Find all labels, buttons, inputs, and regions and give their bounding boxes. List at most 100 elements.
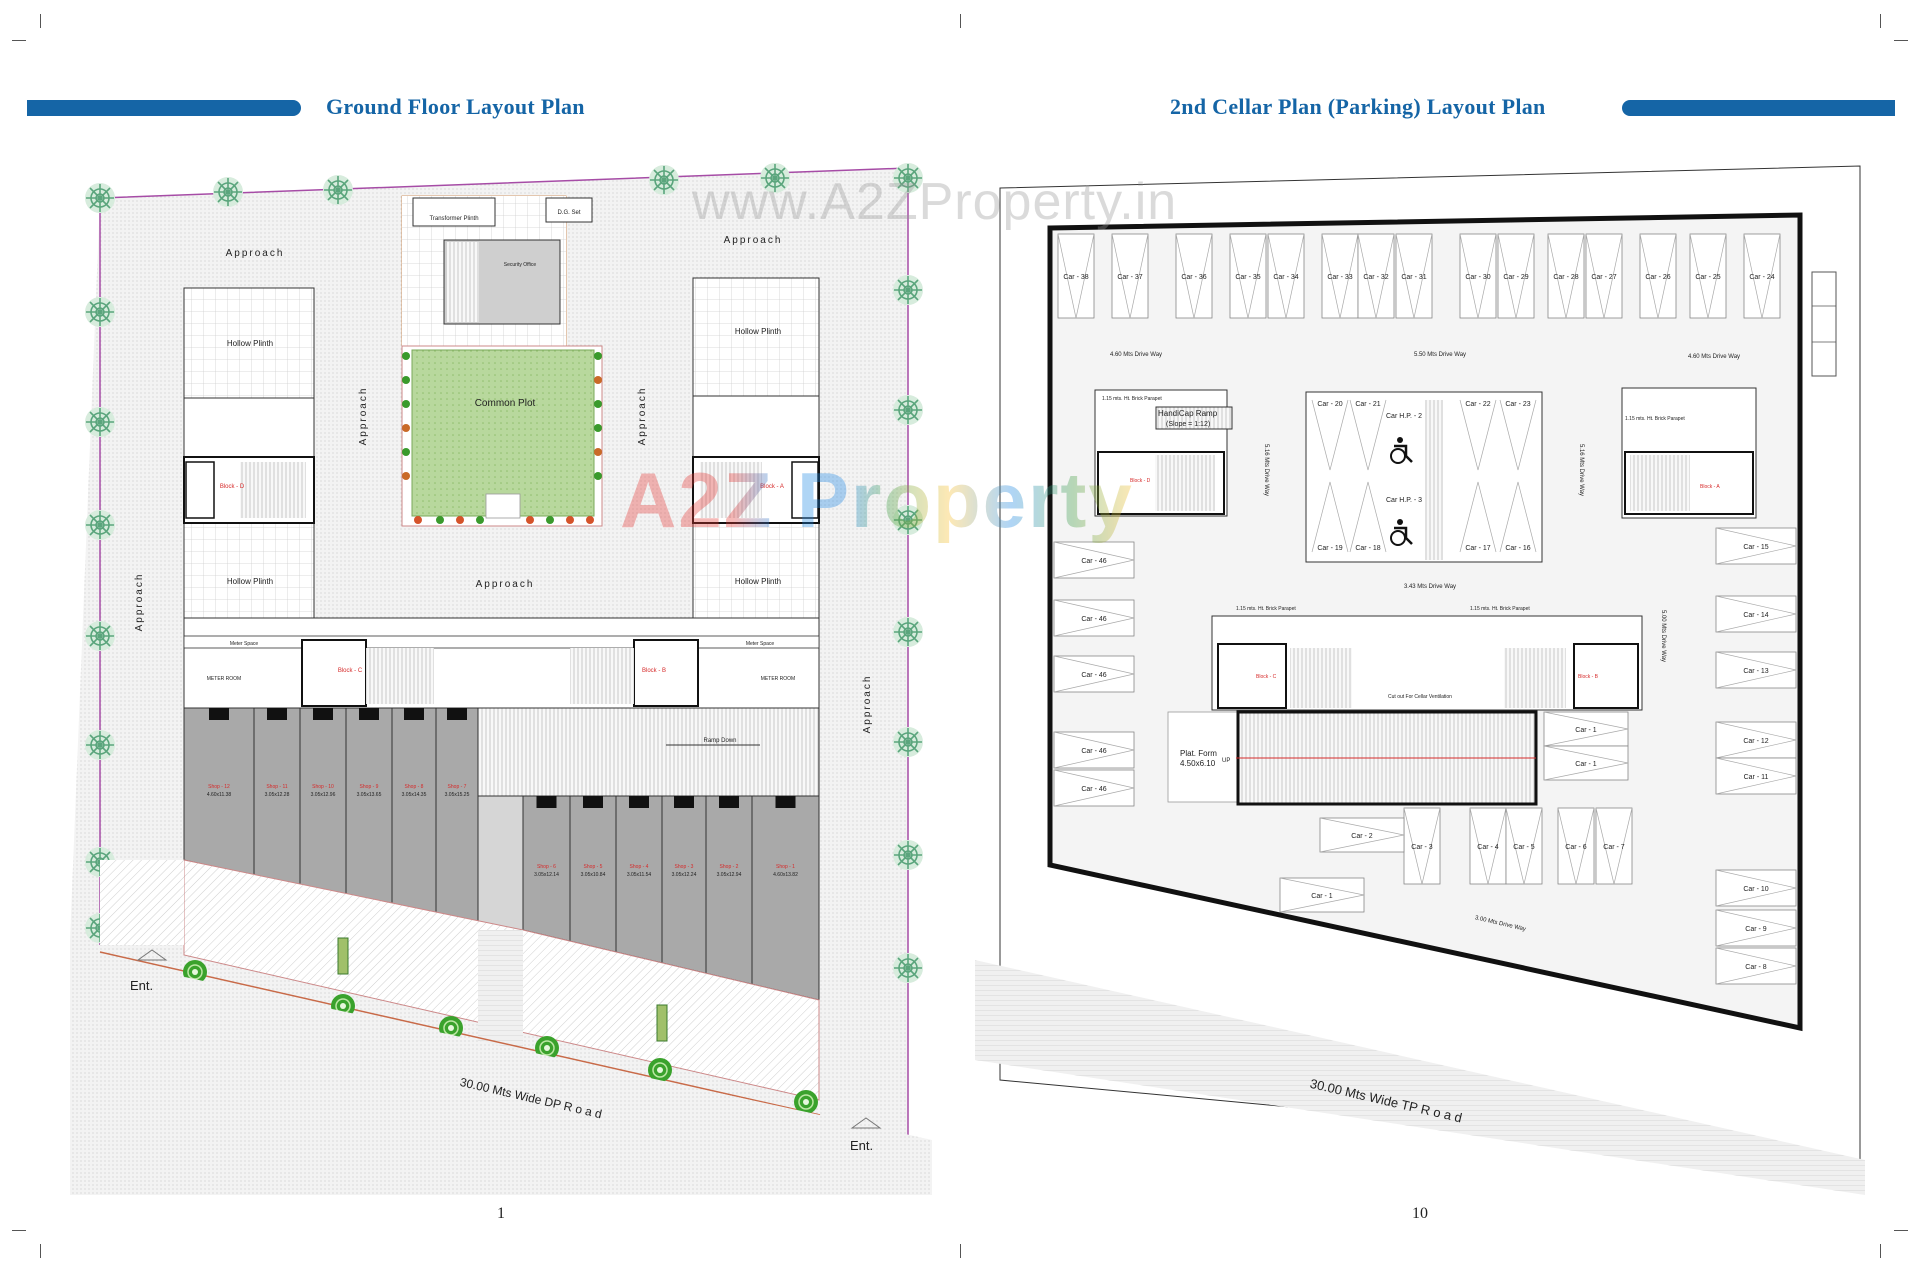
parking-space: Car - 35 bbox=[1229, 233, 1267, 319]
parking-space: Car - 37 bbox=[1111, 233, 1149, 319]
car-space-label: Car - 2 bbox=[1351, 833, 1373, 840]
car-space-label: Car - 5 bbox=[1513, 844, 1535, 851]
car-space-label: Car - 9 bbox=[1745, 926, 1767, 933]
transformer-plinth-label: Transformer Plinth bbox=[429, 216, 478, 222]
approach-label: Approach bbox=[358, 387, 369, 446]
parking-space: Car - 3 bbox=[1403, 807, 1441, 885]
left-page-title: Ground Floor Layout Plan bbox=[326, 94, 585, 119]
driveway-label: 5.16 Mts Drive Way bbox=[1578, 444, 1584, 496]
crop-mark bbox=[1894, 1230, 1908, 1231]
parapet-label: 1.15 mts. Ht. Brick Parapet bbox=[1625, 416, 1685, 422]
parking-space: Car - 36 bbox=[1175, 233, 1213, 319]
parking-space: Car - 7 bbox=[1595, 807, 1633, 885]
shop-unit: Shop - 1 4.60x13.82 bbox=[751, 796, 798, 1000]
parking-space: Car - 12 bbox=[1715, 721, 1797, 759]
car-space-label: Car - 1 bbox=[1311, 893, 1333, 900]
car-space-label: Car - 46 bbox=[1081, 748, 1106, 755]
watermark-logo: A2Z Property bbox=[620, 455, 1134, 546]
shop-name: Shop - 10 bbox=[312, 784, 334, 790]
crop-mark bbox=[1880, 14, 1881, 28]
parking-space: Car - 24 bbox=[1743, 233, 1781, 319]
car-space-label: Car - 38 bbox=[1063, 274, 1088, 281]
shop-size: 3.05x11.54 bbox=[627, 872, 652, 878]
parking-space: Car - 8 bbox=[1715, 947, 1797, 985]
car-space-label: Car - 46 bbox=[1081, 786, 1106, 793]
shop-size: 3.05x12.14 bbox=[534, 872, 559, 878]
shop-name: Shop - 2 bbox=[720, 864, 739, 870]
hollow-plinth-label: Hollow Plinth bbox=[227, 339, 273, 348]
car-space-label: Car - 37 bbox=[1117, 274, 1142, 281]
driveway-label: 4.60 Mts Drive Way bbox=[1110, 352, 1162, 358]
parapet-label: 1.15 mts. Ht. Brick Parapet bbox=[1102, 396, 1162, 402]
parking-space: Car - 34 bbox=[1267, 233, 1305, 319]
hollow-plinth-label: Hollow Plinth bbox=[227, 577, 273, 586]
parking-space: Car - 6 bbox=[1557, 807, 1595, 885]
car-space-label: Car - 10 bbox=[1743, 886, 1768, 893]
shop-size: 3.05x12.28 bbox=[265, 792, 290, 798]
shop-size: 3.05x14.35 bbox=[402, 792, 427, 798]
parking-space: Car - 32 bbox=[1357, 233, 1395, 319]
hollow-plinth-label: Hollow Plinth bbox=[735, 577, 781, 586]
entrance-label: Ent. bbox=[130, 978, 153, 993]
shop-size: 4.60x13.82 bbox=[773, 872, 798, 878]
meter-space-label: Meter Space bbox=[746, 641, 775, 647]
parking-space: Car - 13 bbox=[1715, 651, 1797, 689]
parking-space: Car - 31 bbox=[1395, 233, 1433, 319]
left-page-number: 1 bbox=[497, 1205, 505, 1222]
shop-name: Shop - 1 bbox=[776, 864, 795, 870]
parking-space: Car - 25 bbox=[1689, 233, 1727, 319]
parking-space: Car - 15 bbox=[1715, 527, 1797, 565]
security-office-label: Security Office bbox=[504, 262, 537, 268]
entrance-label: Ent. bbox=[850, 1138, 873, 1153]
car-space-label: Car - 20 bbox=[1317, 401, 1342, 408]
car-space-label: Car - 22 bbox=[1465, 401, 1490, 408]
cellar-ventilation-label: Cut out For Cellar Ventilation bbox=[1388, 694, 1452, 700]
shop-unit: Shop - 93.05x13.65 bbox=[357, 708, 393, 925]
parking-space: Car - 46 bbox=[1053, 599, 1135, 637]
shop-name: Shop - 7 bbox=[448, 784, 467, 790]
crop-mark bbox=[960, 1244, 961, 1258]
car-space-label: Car - 3 bbox=[1411, 844, 1433, 851]
shop-unit: Shop - 2 3.05x12.94 bbox=[705, 796, 742, 1000]
block-label: Block - B bbox=[1578, 674, 1599, 680]
shop-name: Shop - 8 bbox=[405, 784, 424, 790]
dg-set-label: D.G. Set bbox=[557, 210, 580, 216]
parking-space: Car - 20 bbox=[1311, 399, 1349, 471]
parking-space: Car - 28 bbox=[1547, 233, 1585, 319]
crop-mark bbox=[12, 1230, 26, 1231]
shop-unit: Shop - 103.05x12.96 bbox=[311, 708, 347, 925]
approach-label: Approach bbox=[862, 675, 873, 734]
shop-size: 3.05x10.84 bbox=[581, 872, 606, 878]
block-label: Block - D bbox=[220, 484, 245, 490]
block-label: Block - C bbox=[1256, 674, 1277, 680]
parking-space: Car - 2 bbox=[1319, 817, 1405, 853]
parking-space: Car - 1 bbox=[1543, 745, 1629, 781]
common-plot-label: Common Plot bbox=[475, 398, 536, 409]
car-space-label: Car - 7 bbox=[1603, 844, 1625, 851]
right-page-number: 10 bbox=[1412, 1205, 1428, 1222]
wheelchair-icon bbox=[1390, 519, 1413, 546]
driveway-label: 5.00 Mts Drive Way bbox=[1660, 610, 1666, 662]
car-space-label: Car - 15 bbox=[1743, 544, 1768, 551]
shop-size: 3.05x12.94 bbox=[717, 872, 742, 878]
car-space-label: Car - 11 bbox=[1744, 774, 1769, 781]
shop-name: Shop - 11 bbox=[266, 784, 288, 790]
car-space-label: Car - 18 bbox=[1355, 545, 1380, 552]
car-space-label: Car - 46 bbox=[1081, 558, 1106, 565]
car-space-label: Car - 21 bbox=[1355, 401, 1380, 408]
shop-size: 3.05x15.25 bbox=[445, 792, 470, 798]
block-label: Block - A bbox=[1700, 484, 1720, 490]
header-bar-left bbox=[27, 100, 301, 116]
parking-space: Car - 33 bbox=[1321, 233, 1359, 319]
ground-floor-plan: Transformer Plinth D.G. Set Security Off… bbox=[70, 162, 932, 1195]
shop-unit: Shop - 7 3.05x15.25 bbox=[445, 708, 479, 925]
shop-name: Shop - 12 bbox=[208, 784, 230, 790]
shop-name: Shop - 3 bbox=[675, 864, 694, 870]
